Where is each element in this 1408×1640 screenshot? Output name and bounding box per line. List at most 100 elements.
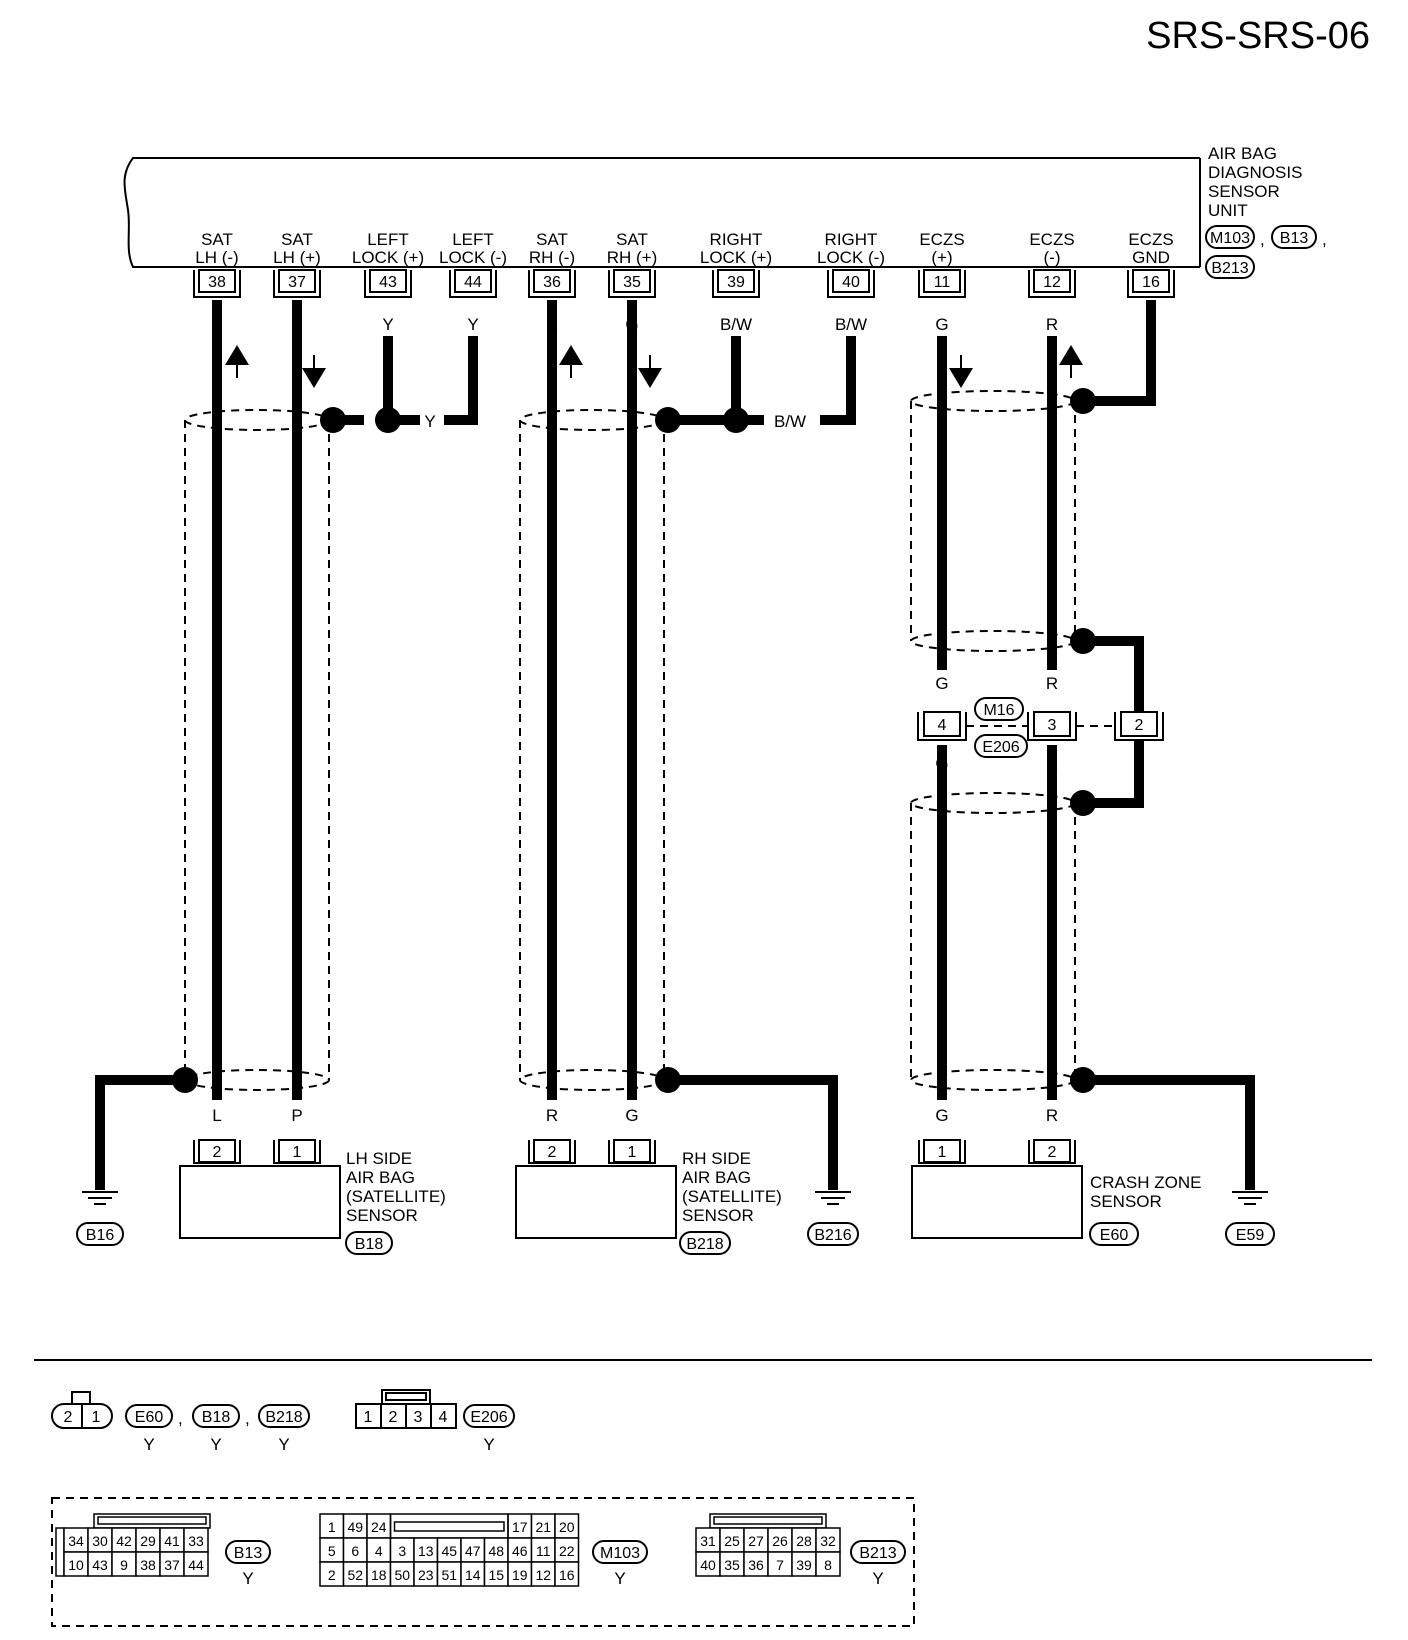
m103-pin: 15 <box>488 1567 504 1583</box>
svg-text:B/W: B/W <box>835 315 867 334</box>
m103-pin: 6 <box>351 1543 359 1559</box>
unit-connector-m103: M103 <box>1210 230 1250 247</box>
m103-pin: 19 <box>512 1567 528 1583</box>
svg-text:(SATELLITE): (SATELLITE) <box>682 1187 782 1206</box>
inline-connector-id-e206: E206 <box>982 739 1019 756</box>
b13-pin: 33 <box>188 1533 204 1549</box>
b213-pin: 32 <box>820 1533 836 1549</box>
svg-text:Y: Y <box>143 1435 154 1454</box>
svg-text:2: 2 <box>213 1144 222 1161</box>
junction-color-left: Y <box>424 412 435 431</box>
svg-text:1: 1 <box>628 1144 637 1161</box>
svg-text:SENSOR: SENSOR <box>682 1206 754 1225</box>
b213-pin: 7 <box>776 1557 784 1573</box>
unit-name-line-4: UNIT <box>1208 201 1248 220</box>
svg-text:ECZS: ECZS <box>1029 230 1074 249</box>
svg-text:1: 1 <box>938 1144 947 1161</box>
legend-connector-e60: E60 <box>135 1409 164 1426</box>
svg-text:2: 2 <box>548 1144 557 1161</box>
terminal-eczs-minus: ECZS (-) 12 R <box>1028 230 1076 334</box>
svg-text:Y: Y <box>483 1435 494 1454</box>
svg-text:G: G <box>935 315 948 334</box>
terminal-sat-lh-minus: SAT LH (-) 38 L <box>193 230 241 334</box>
svg-text:CRASH ZONE: CRASH ZONE <box>1090 1173 1201 1192</box>
b13-pin: 41 <box>164 1533 180 1549</box>
terminal-right-lock-plus: RIGHT LOCK (+) 39 B/W <box>700 230 772 334</box>
ground-e59: E59 <box>1236 1227 1265 1244</box>
svg-text:LOCK (+): LOCK (+) <box>700 248 772 267</box>
svg-text:Y: Y <box>382 315 393 334</box>
legend-connector-e206: E206 <box>470 1409 507 1426</box>
unit-connector-b213: B213 <box>1211 260 1248 277</box>
m103-pin: 45 <box>441 1543 457 1559</box>
m103-pin: 20 <box>559 1519 575 1535</box>
svg-text:Y: Y <box>278 1435 289 1454</box>
ground-b216: B216 <box>814 1227 851 1244</box>
svg-text:(SATELLITE): (SATELLITE) <box>346 1187 446 1206</box>
svg-text:4: 4 <box>439 1409 448 1426</box>
diagnosis-sensor-unit: AIR BAG DIAGNOSIS SENSOR UNIT M103 , B13… <box>123 144 1327 279</box>
unit-connector-sep-2: , <box>1322 230 1327 249</box>
b13-pin: 29 <box>140 1533 156 1549</box>
m103-pin: 18 <box>371 1567 387 1583</box>
m103-pin: 3 <box>398 1543 406 1559</box>
b13-pin: 34 <box>68 1533 84 1549</box>
m103-connector-id: M103 <box>600 1545 640 1562</box>
m103-pin: 46 <box>512 1543 528 1559</box>
legend-connector-b18: B18 <box>202 1409 231 1426</box>
b13-pin: 43 <box>92 1557 108 1573</box>
m103-pin: 14 <box>465 1567 481 1583</box>
sensor-connector-b218: B218 <box>686 1236 723 1253</box>
unit-connector-b13: B13 <box>1280 230 1309 247</box>
b213-pin: 31 <box>700 1533 716 1549</box>
lh-satellite-circuit: Y L P <box>82 300 478 1205</box>
svg-text:11: 11 <box>934 274 951 291</box>
svg-text:,: , <box>178 1409 183 1428</box>
svg-text:G: G <box>625 1106 638 1125</box>
m103-pin: 24 <box>371 1519 387 1535</box>
svg-text:LOCK (-): LOCK (-) <box>817 248 885 267</box>
svg-text:38: 38 <box>208 274 226 291</box>
svg-text:G: G <box>935 674 948 693</box>
m103-pin: 11 <box>536 1543 551 1559</box>
m103-pin: 23 <box>418 1567 434 1583</box>
svg-text:LEFT: LEFT <box>367 230 409 249</box>
svg-text:(-): (-) <box>1044 248 1061 267</box>
b13-wire-color: Y <box>242 1569 253 1588</box>
svg-text:44: 44 <box>464 274 482 291</box>
unit-connector-legend-frame <box>51 1497 915 1627</box>
b13-pin: 38 <box>140 1557 156 1573</box>
unit-name-line-1: AIR BAG <box>1208 144 1277 163</box>
b13-pin: 42 <box>116 1533 132 1549</box>
svg-text:LEFT: LEFT <box>452 230 494 249</box>
svg-text:SAT: SAT <box>616 230 648 249</box>
svg-text:,: , <box>245 1409 250 1428</box>
sensor-connector-e60: E60 <box>1100 1227 1129 1244</box>
inline-connector: 4 3 2 M16 E206 <box>917 697 1164 758</box>
svg-text:LH SIDE: LH SIDE <box>346 1149 412 1168</box>
b13-pin: 9 <box>120 1557 128 1573</box>
m103-pin: 12 <box>535 1567 551 1583</box>
svg-text:SAT: SAT <box>536 230 568 249</box>
svg-text:L: L <box>212 1106 221 1125</box>
svg-text:LOCK (+): LOCK (+) <box>352 248 424 267</box>
b213-pin: 39 <box>796 1557 812 1573</box>
unit-terminals: SAT LH (-) 38 L SAT LH (+) 37 P LEFT LOC… <box>193 230 1175 334</box>
page-title: SRS-SRS-06 <box>1146 15 1370 57</box>
svg-text:P: P <box>291 1106 302 1125</box>
svg-text:37: 37 <box>288 274 306 291</box>
svg-text:1: 1 <box>293 1144 302 1161</box>
svg-text:GND: GND <box>1132 248 1170 267</box>
rh-side-satellite-sensor: 2 1 RH SIDE AIR BAG (SATELLITE) SENSOR B… <box>515 1139 859 1255</box>
svg-text:2: 2 <box>389 1409 398 1426</box>
svg-text:LH (-): LH (-) <box>195 248 238 267</box>
svg-text:RIGHT: RIGHT <box>710 230 763 249</box>
m103-pin: 21 <box>535 1519 551 1535</box>
m103-pin: 49 <box>347 1519 363 1535</box>
svg-text:RH (-): RH (-) <box>529 248 575 267</box>
b13-connector-id: B13 <box>234 1545 263 1562</box>
b213-pin: 26 <box>772 1533 788 1549</box>
